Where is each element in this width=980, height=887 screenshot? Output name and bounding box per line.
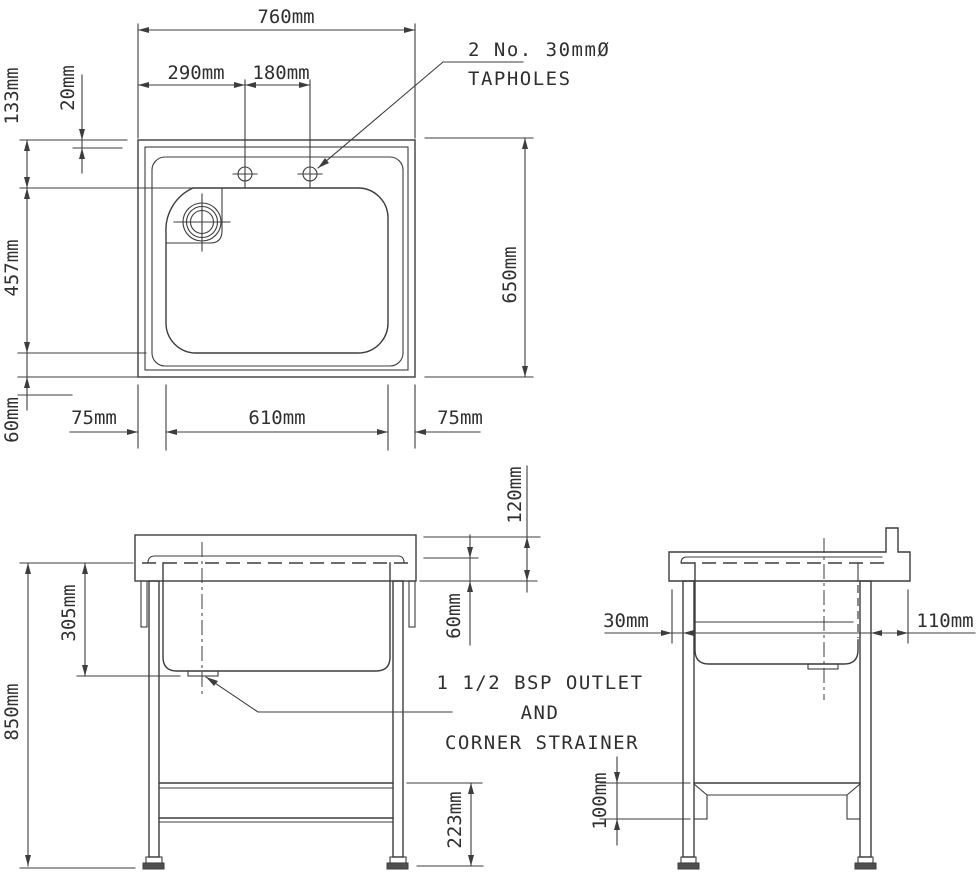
dim-bowl-width: 610mm [248, 407, 305, 429]
bowl-side [694, 538, 859, 700]
side-extension-lines [599, 589, 909, 820]
dim-front-gap: 30mm [603, 610, 649, 632]
dim-rail-depth: 100mm [589, 772, 611, 829]
tapholes [232, 166, 323, 182]
waste-outlet-plan [173, 193, 231, 252]
front-dimension-lines [25, 465, 530, 867]
dim-left-margin: 75mm [71, 407, 117, 429]
front-extension-lines [19, 536, 541, 869]
outlet-note-line2: AND [521, 702, 560, 724]
plan-extension-lines [17, 23, 534, 451]
dim-taphole-offset: 290mm [167, 62, 224, 84]
plan-view: 760mm 290mm 180mm 133mm 20mm 457mm 60mm … [1, 6, 610, 451]
sink-rim-plan [137, 139, 416, 378]
dim-overall-width: 760mm [257, 6, 314, 28]
taphole-leader-line [317, 61, 524, 169]
dim-back-gap: 110mm [916, 610, 973, 632]
dim-right-margin: 75mm [437, 407, 483, 429]
plan-dimension-lines [24, 27, 528, 435]
dim-overall-depth: 650mm [499, 246, 521, 303]
frame-front [140, 580, 416, 870]
side-dimension-lines [604, 630, 976, 846]
outlet-leader-line [205, 676, 453, 713]
dim-back-edge-to-bowl: 133mm [1, 67, 23, 124]
dim-rail-to-floor: 223mm [444, 791, 466, 848]
dim-worktop-edge: 120mm [504, 466, 526, 523]
dim-overall-height: 850mm [1, 683, 23, 740]
dim-apron: 60mm [443, 593, 465, 639]
bowl-plan [165, 187, 389, 354]
taphole-note-line2: TAPHOLES [468, 68, 572, 90]
outlet-note-line3: CORNER STRAINER [445, 732, 639, 754]
worktop-side [668, 527, 911, 582]
bowl-front [162, 542, 391, 694]
dim-bowl-depth: 305mm [58, 584, 80, 641]
outlet-note-line1: 1 1/2 BSP OUTLET [436, 672, 643, 694]
frame-side [677, 580, 877, 870]
side-elevation-view: 30mm 110mm 100mm [589, 527, 976, 870]
taphole-note-line1: 2 No. 30mmØ [468, 39, 610, 61]
worktop-front [134, 534, 417, 582]
dim-front-margin: 60mm [1, 397, 23, 443]
dim-taphole-spacing: 180mm [252, 62, 309, 84]
dim-rim-edge: 20mm [57, 65, 79, 111]
front-elevation-view: 850mm 305mm 120mm 60mm 223mm 1 1/2 BSP O… [1, 465, 643, 870]
dim-bowl-front-back: 457mm [1, 239, 23, 296]
